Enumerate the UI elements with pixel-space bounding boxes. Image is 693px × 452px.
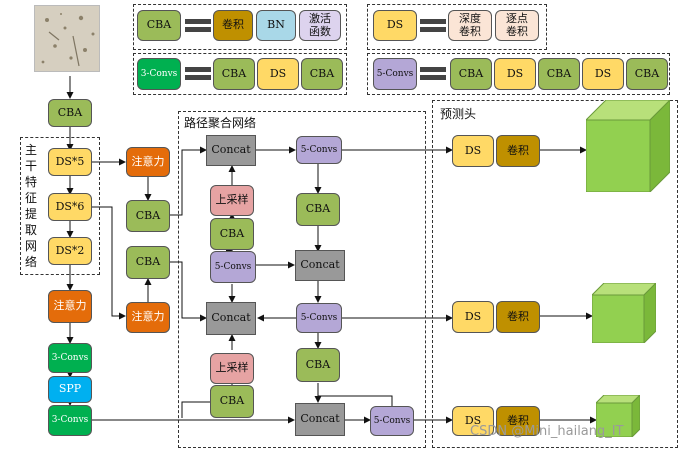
backbone-cba: CBA <box>48 99 92 127</box>
legend-bn: BN <box>256 10 296 41</box>
backbone-attention: 注意力 <box>48 290 92 323</box>
legend-3convs: 3-Convs <box>137 58 181 90</box>
legend-group-cba <box>133 4 347 50</box>
pan-cba-1: CBA <box>210 218 254 250</box>
head-group <box>432 100 678 448</box>
equals-icon <box>185 67 211 80</box>
legend-5convs-item-2: CBA <box>538 58 580 90</box>
pan-title: 路径聚合网络 <box>184 116 257 130</box>
backbone-group <box>20 137 100 275</box>
head-conv-3: 卷积 <box>496 406 540 436</box>
backbone-3convs-a: 3-Convs <box>48 343 92 373</box>
legend-conv: 卷积 <box>213 10 253 41</box>
input-image <box>34 5 100 72</box>
legend-group-5convs <box>367 53 670 95</box>
backbone-ds5: DS*5 <box>48 148 92 176</box>
pan-concat-3: Concat <box>206 302 256 335</box>
legend-cba: CBA <box>137 10 181 41</box>
pan-cba-2: CBA <box>210 385 254 418</box>
legend-3convs-item-2: CBA <box>301 58 343 90</box>
pan-5convs-4: 5-Convs <box>370 406 414 436</box>
legend-group-ds <box>367 4 547 50</box>
legend-5convs-item-0: CBA <box>450 58 492 90</box>
output-cube-medium <box>592 283 656 343</box>
legend-5convs: 5-Convs <box>373 58 417 90</box>
pan-group <box>178 111 426 448</box>
pan-concat-4: Concat <box>295 403 345 436</box>
pan-5convs-1: 5-Convs <box>296 136 342 164</box>
pan-cba-r2: CBA <box>296 348 340 382</box>
legend-pointwise: 逐点卷积 <box>495 10 539 41</box>
head-ds-2: DS <box>452 301 494 333</box>
legend-5convs-item-1: DS <box>494 58 536 90</box>
equals-icon <box>420 67 446 80</box>
watermark: CSDN @Mini_hailang_IT <box>470 424 624 439</box>
pan-5convs-left: 5-Convs <box>210 251 256 283</box>
output-cube-large <box>586 100 670 192</box>
legend-5convs-item-4: CBA <box>626 58 668 90</box>
equals-icon <box>185 19 211 32</box>
head-ds-1: DS <box>452 135 494 167</box>
pan-cba-r1: CBA <box>296 193 340 226</box>
legend-3convs-item-1: DS <box>257 58 299 90</box>
attention-bottom: 注意力 <box>126 302 170 333</box>
backbone-ds2: DS*2 <box>48 237 92 265</box>
legend-5convs-item-3: DS <box>582 58 624 90</box>
attention-top: 注意力 <box>126 147 170 177</box>
pan-upsample-1: 上采样 <box>210 185 254 216</box>
legend-ds: DS <box>373 10 417 41</box>
cba-mid: CBA <box>126 246 170 279</box>
legend-3convs-item-0: CBA <box>213 58 255 90</box>
legend-activation: 激活函数 <box>299 10 341 41</box>
head-conv-2: 卷积 <box>496 301 540 333</box>
microscope-image-icon <box>35 6 99 71</box>
pan-5convs-3: 5-Convs <box>296 303 342 333</box>
legend-group-3convs <box>133 53 347 95</box>
backbone-3convs-b: 3-Convs <box>48 405 92 436</box>
backbone-ds6: DS*6 <box>48 193 92 221</box>
head-ds-3: DS <box>452 406 494 436</box>
head-conv-1: 卷积 <box>496 135 540 167</box>
cba-top: CBA <box>126 200 170 232</box>
backbone-spp: SPP <box>48 376 92 403</box>
output-cube-small <box>596 395 640 437</box>
head-title: 预测头 <box>440 107 477 121</box>
pan-concat-2: Concat <box>295 250 345 281</box>
backbone-label: 主干特征提取网络 <box>25 143 38 269</box>
legend-depthwise: 深度卷积 <box>448 10 492 41</box>
pan-upsample-2: 上采样 <box>210 353 254 384</box>
equals-icon <box>420 19 446 32</box>
pan-concat-1: Concat <box>206 135 256 166</box>
